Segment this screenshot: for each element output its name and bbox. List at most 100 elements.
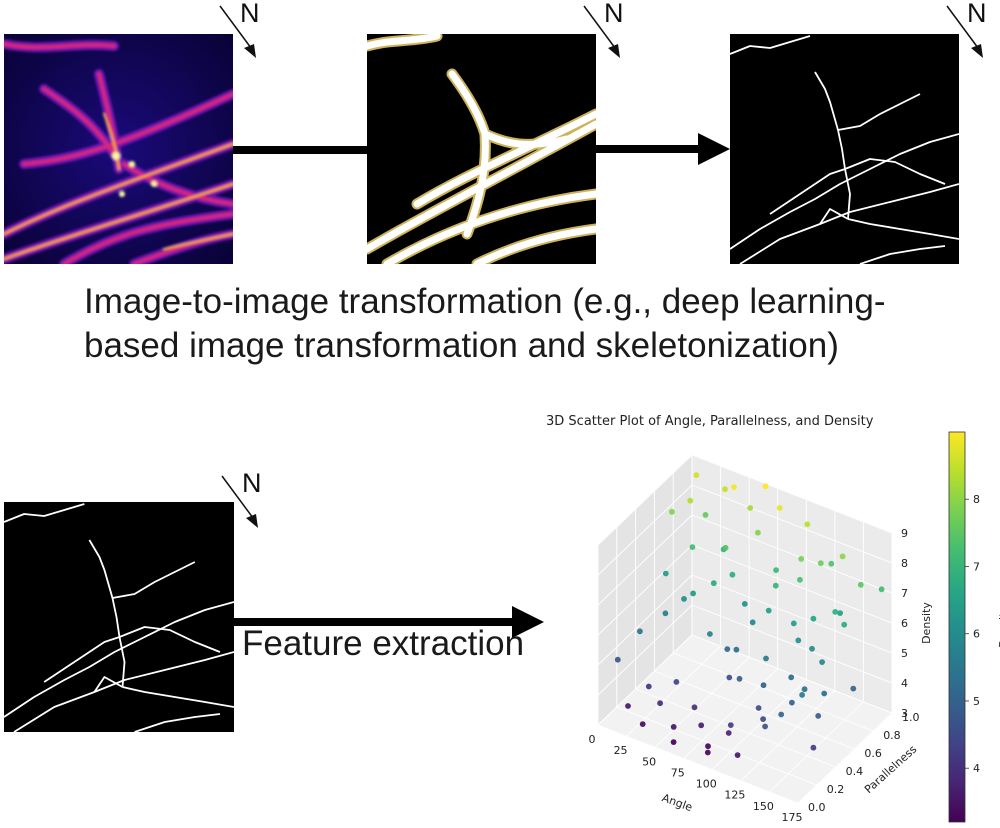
y-tick-label: 0.6 [864, 747, 882, 760]
x-axis-label: Angle [660, 791, 694, 814]
grid-line [769, 701, 864, 793]
data-point [841, 621, 848, 628]
north-label: N [604, 0, 624, 28]
data-point [726, 674, 733, 681]
north-indicator-3: N [943, 0, 989, 62]
y-tick-label: 0.0 [808, 801, 826, 814]
grid-line [711, 679, 807, 770]
data-point [819, 659, 825, 665]
data-point [810, 744, 817, 751]
data-point [681, 596, 687, 602]
colorbar-tick-label: 4 [973, 762, 980, 775]
data-point [637, 628, 643, 635]
z-tick-label: 3 [901, 707, 908, 720]
data-point [797, 576, 803, 583]
x-tick-label: 25 [614, 744, 628, 757]
arrow-transform-2 [596, 133, 730, 165]
grid-line [673, 652, 874, 732]
data-point [741, 601, 748, 607]
data-point [821, 690, 828, 697]
data-point [815, 713, 822, 719]
grid-line [691, 514, 893, 594]
data-point [776, 505, 783, 511]
skeleton-image [730, 34, 959, 264]
data-point [727, 722, 734, 728]
data-point [809, 645, 815, 652]
z-tick-label: 5 [901, 647, 908, 660]
data-point [725, 730, 732, 736]
data-point [762, 483, 769, 490]
north-label: N [242, 468, 262, 498]
x-tick-label: 125 [724, 789, 745, 802]
grid-line [691, 574, 893, 654]
north-indicator-2: N [580, 0, 626, 62]
north-label: N [240, 0, 260, 28]
grid-line [691, 454, 893, 534]
data-point [669, 508, 675, 515]
z-tick-label: 8 [901, 557, 908, 570]
grid-line [597, 634, 693, 726]
colorbar [948, 431, 966, 823]
data-point [693, 472, 700, 478]
x-tick-label: 75 [671, 766, 685, 779]
y-tick-label: 0.8 [883, 729, 901, 742]
data-point [707, 631, 713, 637]
grid-line [597, 604, 693, 696]
data-point [789, 699, 795, 706]
data-point [639, 721, 646, 727]
y-tick-label: 0.2 [827, 783, 845, 796]
data-point [690, 590, 696, 597]
grid-line [616, 706, 817, 786]
data-point [828, 560, 835, 567]
data-point [760, 716, 766, 722]
data-point [689, 544, 696, 550]
top-caption-line-1: Image-to-image transformation (e.g., dee… [84, 282, 886, 321]
north-indicator-1: N [216, 0, 262, 62]
data-point [878, 586, 885, 593]
data-point [857, 581, 864, 588]
x-tick-label: 0 [589, 733, 596, 746]
north-indicator-4: N [218, 468, 264, 532]
arrow-feature-extraction [234, 606, 544, 638]
grid-line [597, 454, 693, 546]
grid-line [597, 514, 693, 606]
skeleton-image-input [4, 502, 234, 732]
data-point [691, 704, 698, 711]
data-point [850, 685, 857, 692]
feature-extraction-label: Feature extraction [242, 624, 525, 663]
data-point [765, 607, 772, 614]
data-point [839, 553, 846, 560]
data-point [799, 692, 805, 698]
data-point [778, 711, 785, 718]
chart-title: 3D Scatter Plot of Angle, Parallelness, … [546, 414, 874, 429]
data-point [710, 580, 717, 587]
data-point [614, 656, 621, 663]
data-point [755, 529, 761, 536]
grid-line [635, 688, 836, 768]
data-point [662, 570, 669, 577]
x-tick-label: 175 [782, 811, 803, 824]
y-tick-label: 0.4 [846, 765, 864, 778]
data-point [749, 619, 756, 626]
data-point [687, 497, 694, 504]
data-point [625, 703, 631, 709]
colorbar-tick-label: 7 [973, 560, 980, 573]
data-point [810, 615, 817, 622]
data-point [702, 512, 709, 518]
z-tick-label: 7 [901, 587, 908, 600]
data-point [760, 682, 767, 689]
data-point [670, 739, 677, 745]
grid-line [654, 670, 855, 750]
arrow-transform-1 [233, 146, 369, 154]
north-label: N [967, 0, 987, 28]
scatter-3d-chart: 02550751001251501750.00.20.40.60.81.0345… [589, 431, 1000, 824]
z-tick-label: 6 [901, 617, 908, 630]
z-tick-label: 9 [901, 527, 908, 540]
data-point [673, 679, 680, 685]
data-point [804, 521, 811, 528]
transformed-image [367, 34, 596, 264]
data-point [817, 560, 824, 567]
x-tick-label: 150 [753, 800, 774, 813]
grid-line [626, 645, 721, 737]
data-point [734, 752, 741, 758]
